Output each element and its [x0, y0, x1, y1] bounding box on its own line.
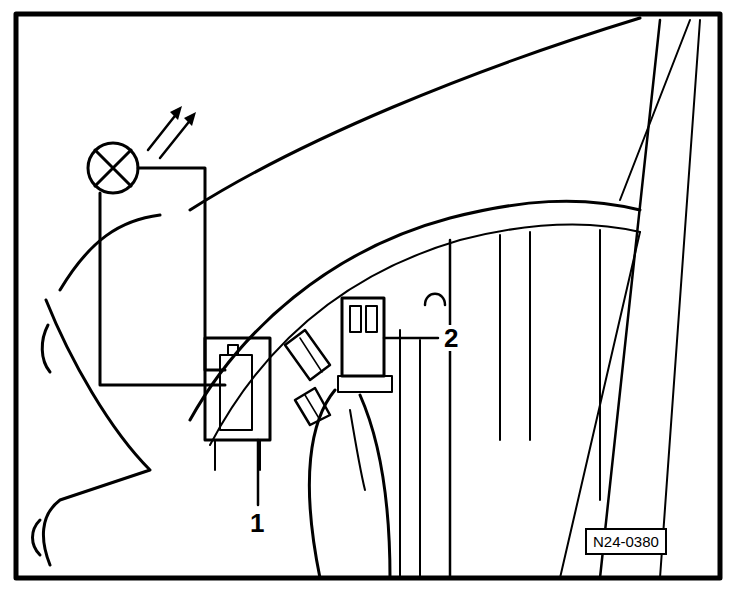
figure-code: N24-0380: [593, 533, 659, 550]
figure-code-box: N24-0380: [585, 528, 667, 555]
callout-number: 1: [248, 510, 266, 536]
callout-number: 2: [442, 325, 460, 351]
